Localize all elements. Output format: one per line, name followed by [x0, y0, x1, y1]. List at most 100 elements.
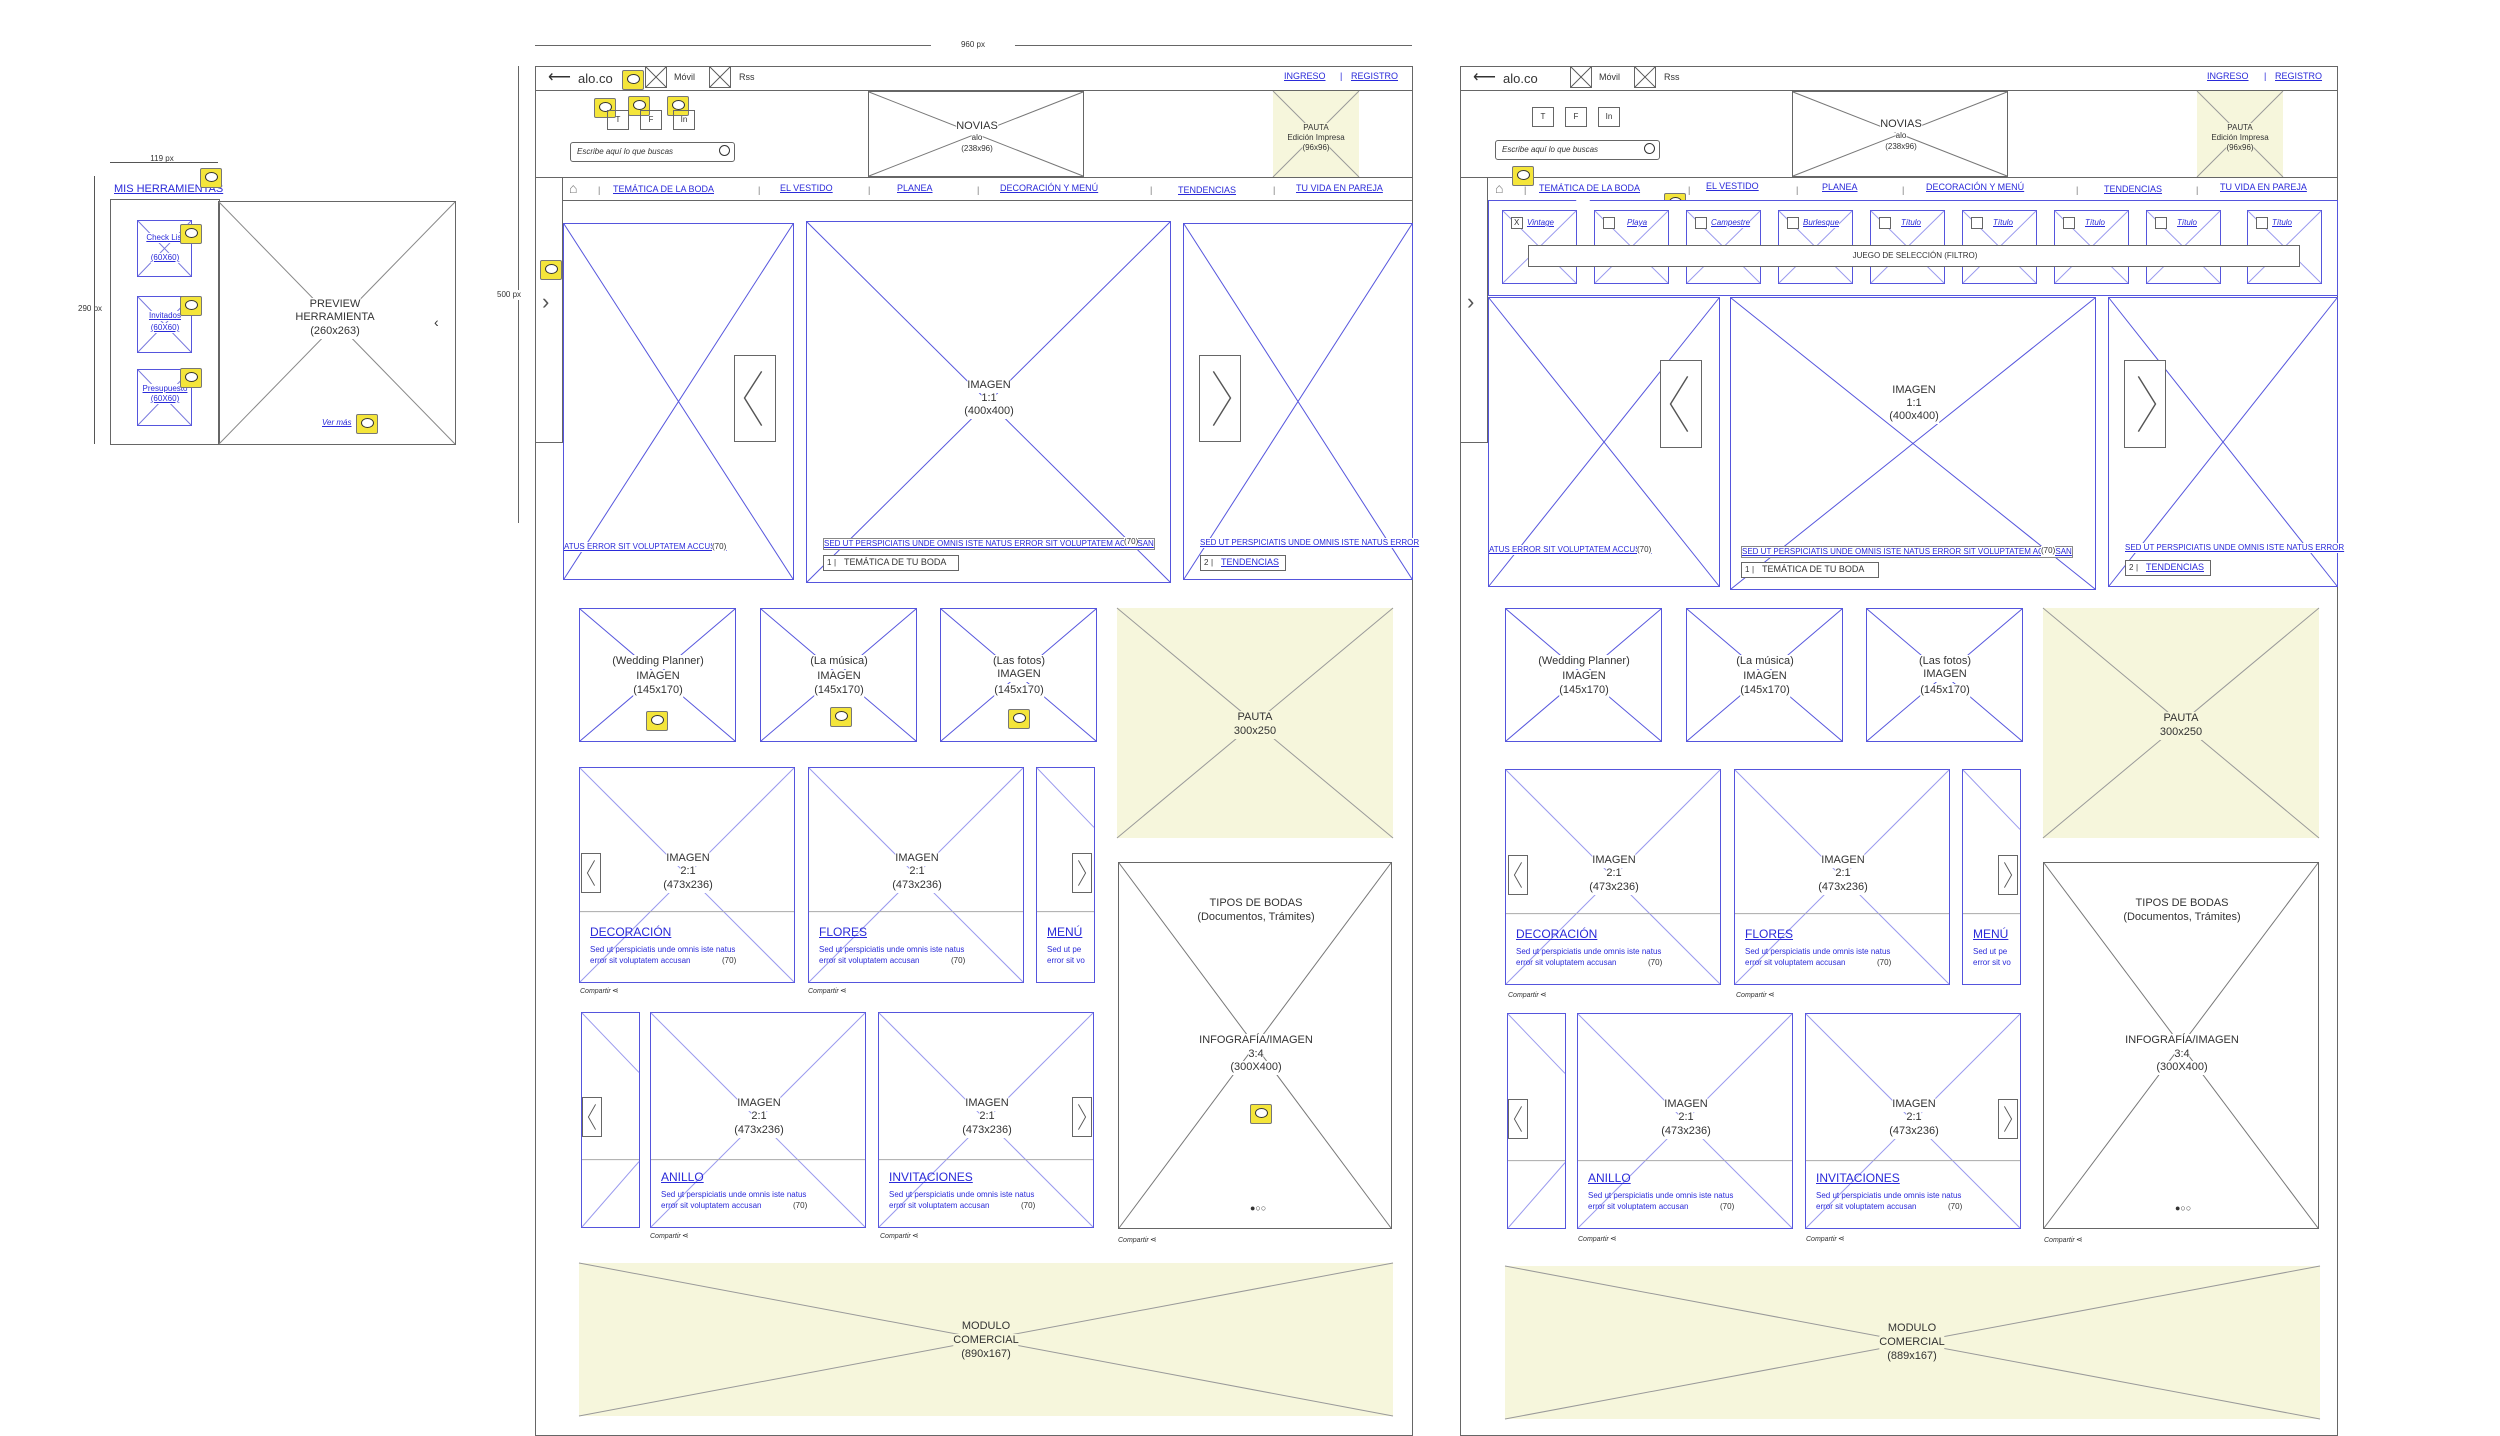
comment-icon[interactable] — [180, 368, 202, 388]
brand[interactable]: alo.co — [1503, 71, 1538, 86]
small-card[interactable]: (Wedding Planner) IMAGEN (145x170) — [579, 608, 736, 742]
social-twitter[interactable]: T — [1532, 107, 1554, 127]
comment-icon[interactable] — [540, 260, 562, 280]
novias-logo[interactable]: NOVIAS alo (238x96) — [868, 91, 1084, 177]
search-input[interactable]: Escribe aquí lo que buscas — [570, 142, 735, 162]
social-instagram[interactable]: In — [673, 110, 695, 130]
row-next-button[interactable] — [1072, 1097, 1092, 1137]
card-title[interactable]: FLORES — [819, 925, 868, 939]
comment-icon[interactable] — [1008, 709, 1030, 729]
slide-caption[interactable]: SED UT PERSPICIATIS UNDE OMNIS ISTE NATU… — [1200, 538, 1420, 548]
comment-icon[interactable] — [356, 414, 378, 434]
comment-icon[interactable] — [667, 96, 689, 116]
card-title[interactable]: MENÚ — [1047, 925, 1083, 939]
slider-next-button[interactable] — [2124, 360, 2166, 448]
slide-caption[interactable]: ATUS ERROR SIT VOLUPTATEM ACCUSAN — [1489, 545, 1652, 555]
tool-item[interactable]: Invitados (60X60) — [137, 296, 192, 353]
modulo-comercial[interactable]: MODULO COMERCIAL (890x167) — [578, 1262, 1394, 1417]
search-icon[interactable] — [719, 145, 730, 156]
slider-left[interactable]: ATUS ERROR SIT VOLUPTATEM ACCUSAN (70) — [1488, 297, 1720, 587]
share-link[interactable]: Compartir — [650, 1233, 681, 1240]
slider-prev-button[interactable] — [1660, 360, 1702, 448]
movil-icon[interactable] — [645, 66, 667, 88]
nav-tendencias[interactable]: TENDENCIAS — [2104, 184, 2163, 194]
feature-card[interactable]: IMAGEN 2:1 (473x236) INVITACIONES Sed ut… — [1805, 1013, 2021, 1229]
small-card[interactable]: (Wedding Planner) IMAGEN (145x170) — [1505, 608, 1662, 742]
slide-tag[interactable]: 2 | TENDENCIAS — [2125, 560, 2211, 576]
card-title[interactable]: DECORACIÓN — [1516, 927, 1598, 941]
brand[interactable]: alo.co — [578, 71, 613, 86]
share-icon[interactable]: ⋖ — [1150, 1235, 1157, 1244]
feature-card[interactable]: IMAGEN 2:1 (473x236) ANILLO Sed ut persp… — [650, 1012, 866, 1228]
small-card[interactable]: (Las fotos) IMAGEN (145x170) — [940, 608, 1097, 742]
chevron-left-icon[interactable]: ‹ — [434, 314, 439, 330]
share-link[interactable]: Compartir — [1736, 992, 1767, 999]
comment-icon[interactable] — [830, 707, 852, 727]
filter-checkbox[interactable] — [1695, 217, 1707, 229]
share-link[interactable]: Compartir — [1118, 1237, 1149, 1244]
card-title[interactable]: ANILLO — [661, 1170, 704, 1184]
slider-right[interactable]: SED UT PERSPICIATIS UNDE OMNIS ISTE NATU… — [1183, 223, 1420, 580]
nav-tematica[interactable]: TEMÁTICA DE LA BODA — [613, 184, 715, 194]
back-arrow-icon[interactable]: ⟵ — [548, 69, 571, 86]
nav-planea[interactable]: PLANEA — [897, 183, 933, 193]
slider-right[interactable]: SED UT PERSPICIATIS UNDE OMNIS ISTE NATU… — [2108, 297, 2345, 587]
pauta-ad[interactable]: PAUTA 300x250 — [1116, 607, 1394, 839]
comment-icon[interactable] — [622, 70, 644, 90]
tipos-bodas[interactable]: TIPOS DE BODAS (Documentos, Trámites) IN… — [2043, 862, 2319, 1229]
row-prev-button[interactable] — [1508, 855, 1528, 895]
movil-icon[interactable] — [1570, 66, 1592, 88]
feature-card[interactable]: MENÚ Sed ut pe error sit vo — [1036, 767, 1095, 983]
share-icon[interactable]: ⋖ — [1838, 1234, 1845, 1243]
comment-icon[interactable] — [180, 224, 202, 244]
feature-card[interactable]: IMAGEN 2:1 (473x236) ANILLO Sed ut persp… — [1577, 1013, 1793, 1229]
comment-icon[interactable] — [180, 296, 202, 316]
nav-decoracion[interactable]: DECORACIÓN Y MENÚ — [1926, 182, 2025, 192]
modulo-comercial[interactable]: MODULO COMERCIAL (889x167) — [1504, 1265, 2321, 1420]
feature-card[interactable] — [581, 1012, 640, 1228]
social-facebook[interactable]: F — [640, 110, 662, 130]
nav-decoracion[interactable]: DECORACIÓN Y MENÚ — [1000, 183, 1099, 193]
registro-link[interactable]: REGISTRO — [1351, 71, 1399, 81]
feature-card[interactable]: IMAGEN 2:1 (473x236) FLORES Sed ut persp… — [808, 767, 1024, 983]
home-icon[interactable]: ⌂ — [1495, 180, 1504, 196]
filter-checkbox[interactable] — [2256, 217, 2268, 229]
novias-logo[interactable]: NOVIAS alo (238x96) — [1792, 91, 2008, 177]
pauta-impresa[interactable]: PAUTA Edición Impresa (96x96) — [1272, 90, 1360, 178]
card-title[interactable]: FLORES — [1745, 927, 1794, 941]
card-title[interactable]: INVITACIONES — [1816, 1171, 1900, 1185]
comment-icon[interactable] — [628, 96, 650, 116]
share-icon[interactable]: ⋖ — [2076, 1235, 2083, 1244]
share-link[interactable]: Compartir — [1578, 1236, 1609, 1243]
filter-checkbox[interactable]: X — [1511, 217, 1523, 229]
slide-tag[interactable]: 1 | TEMÁTICA DE TU BODA — [823, 555, 959, 571]
filter-checkbox[interactable] — [1603, 217, 1615, 229]
movil-link[interactable]: Móvil — [1599, 72, 1621, 82]
share-link[interactable]: Compartir — [880, 1233, 911, 1240]
search-input[interactable]: Escribe aquí lo que buscas — [1495, 140, 1660, 160]
small-card[interactable]: (La música) IMAGEN (145x170) — [1686, 608, 1843, 742]
feature-card[interactable]: IMAGEN 2:1 (473x236) DECORACIÓN Sed ut p… — [1505, 769, 1721, 985]
feature-card[interactable]: IMAGEN 2:1 (473x236) INVITACIONES Sed ut… — [878, 1012, 1094, 1228]
card-title[interactable]: MENÚ — [1973, 927, 2009, 941]
nav-planea[interactable]: PLANEA — [1822, 182, 1858, 192]
row-next-button[interactable] — [1998, 1099, 2018, 1139]
small-card[interactable]: (Las fotos) IMAGEN (145x170) — [1866, 608, 2023, 742]
rss-icon[interactable] — [709, 66, 731, 88]
slide-tag[interactable]: 2 | TENDENCIAS — [1200, 555, 1286, 571]
share-icon[interactable]: ⋖ — [682, 1231, 689, 1240]
card-title[interactable]: INVITACIONES — [889, 1170, 973, 1184]
row-prev-button[interactable] — [1508, 1099, 1528, 1139]
tools-header[interactable]: MIS HERRAMIENTAS — [114, 183, 224, 195]
comment-icon[interactable] — [1512, 166, 1534, 186]
sidebar-toggle[interactable]: › — [535, 177, 563, 443]
slide-caption[interactable]: SED UT PERSPICIATIS UNDE OMNIS ISTE NATU… — [823, 538, 1155, 550]
tool-item[interactable]: Check List (60X60) — [137, 220, 192, 277]
nav-pareja[interactable]: TU VIDA EN PAREJA — [2220, 182, 2307, 192]
movil-link[interactable]: Móvil — [674, 72, 696, 82]
slide-tag[interactable]: 1 | TEMÁTICA DE TU BODA — [1741, 562, 1879, 578]
filter-checkbox[interactable] — [2155, 217, 2167, 229]
card-title[interactable]: DECORACIÓN — [590, 925, 672, 939]
ingreso-link[interactable]: INGRESO — [1284, 71, 1326, 81]
slider-prev-button[interactable] — [734, 355, 776, 442]
